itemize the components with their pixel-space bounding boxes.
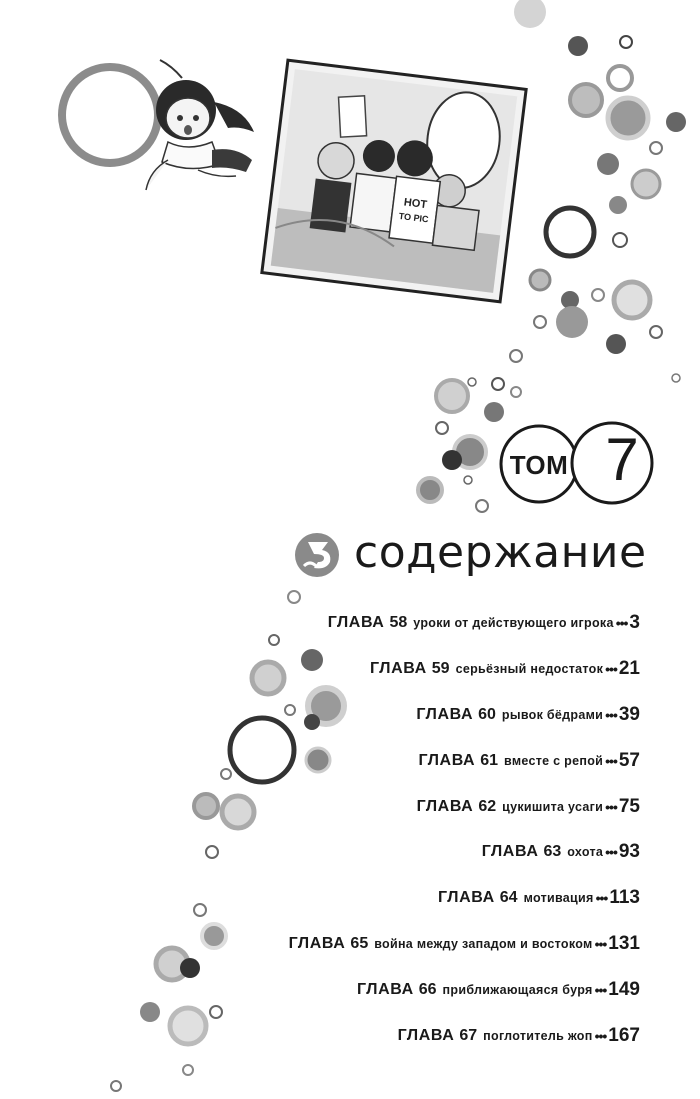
leader-dots: ••• <box>615 614 629 631</box>
chapter-number: 65 <box>350 935 369 953</box>
chapter-page-number: 113 <box>609 887 640 909</box>
chapter-word: ГЛАВА <box>438 889 495 907</box>
chapter-page-number: 93 <box>618 841 640 863</box>
chapter-word: ГЛАВА <box>327 613 385 631</box>
chapter-number: 63 <box>543 843 562 861</box>
chapter-page-number: 167 <box>608 1024 640 1046</box>
chapter-word: ГЛАВА <box>416 797 474 815</box>
chapter-title: приближающаяся буря <box>442 983 593 998</box>
volume-badge: ТОМ 7 <box>498 420 658 506</box>
chapter-title: цукишита усаги <box>502 799 604 814</box>
chapter-title: охота <box>567 845 604 860</box>
contents-logo-icon <box>295 533 339 577</box>
chapter-number: 64 <box>499 889 518 907</box>
chapter-page-number: 21 <box>618 657 640 679</box>
chapter-page-number: 39 <box>618 703 640 725</box>
chapter-number: 61 <box>480 751 498 769</box>
chapter-title: уроки от действующего игрока <box>413 615 614 630</box>
chapter-word: ГЛАВА <box>397 1026 455 1044</box>
leader-dots: ••• <box>605 798 618 815</box>
chapter-word: ГЛАВА <box>356 981 414 999</box>
chapter-number: 67 <box>459 1026 478 1044</box>
chapter-page-number: 131 <box>608 933 640 955</box>
svg-text:TO PIC: TO PIC <box>398 211 429 225</box>
manga-panel-illustration: HOT TO PIC <box>260 58 528 304</box>
chapter-number: 66 <box>418 981 437 999</box>
chapter-number: 58 <box>389 613 408 631</box>
leader-dots: ••• <box>605 660 618 677</box>
contents-title: содержание <box>354 527 647 578</box>
chapter-word: ГЛАВА <box>370 659 427 677</box>
chapter-title: поглотитель жоп <box>483 1028 593 1043</box>
leader-dots: ••• <box>605 752 618 769</box>
chapter-page-number: 3 <box>629 611 640 633</box>
chapter-title: вместе с репой <box>504 753 604 768</box>
leader-dots: ••• <box>605 706 618 723</box>
leader-dots: ••• <box>594 936 608 953</box>
chapter-title: война между западом и востоком <box>374 937 593 952</box>
chapter-page-number: 149 <box>608 979 640 1001</box>
leader-dots: ••• <box>595 890 609 907</box>
leader-dots: ••• <box>594 1027 608 1044</box>
leader-dots: ••• <box>594 982 608 999</box>
leader-dots: ••• <box>605 844 618 861</box>
chapter-word: ГЛАВА <box>416 705 474 723</box>
chapter-number: 59 <box>431 659 450 677</box>
chapter-page-number: 75 <box>618 795 640 817</box>
chapter-word: ГЛАВА <box>481 843 539 861</box>
chapter-title: рывок бёдрами <box>501 707 604 722</box>
chapter-title: серьёзный недостаток <box>455 661 604 676</box>
chapter-number: 60 <box>478 705 496 723</box>
chapter-page-number: 57 <box>618 749 640 771</box>
volume-rings <box>499 421 654 505</box>
svg-text:HOT: HOT <box>403 196 428 211</box>
volume-label: ТОМ <box>509 450 569 480</box>
volume-number: 7 <box>605 426 639 493</box>
chapter-word: ГЛАВА <box>288 935 346 953</box>
chapter-title: мотивация <box>523 891 594 906</box>
chapter-word: ГЛАВА <box>418 751 476 769</box>
contents-heading: содержание <box>292 524 692 584</box>
mascot-illustration <box>145 59 254 191</box>
chapter-number: 62 <box>478 797 497 815</box>
